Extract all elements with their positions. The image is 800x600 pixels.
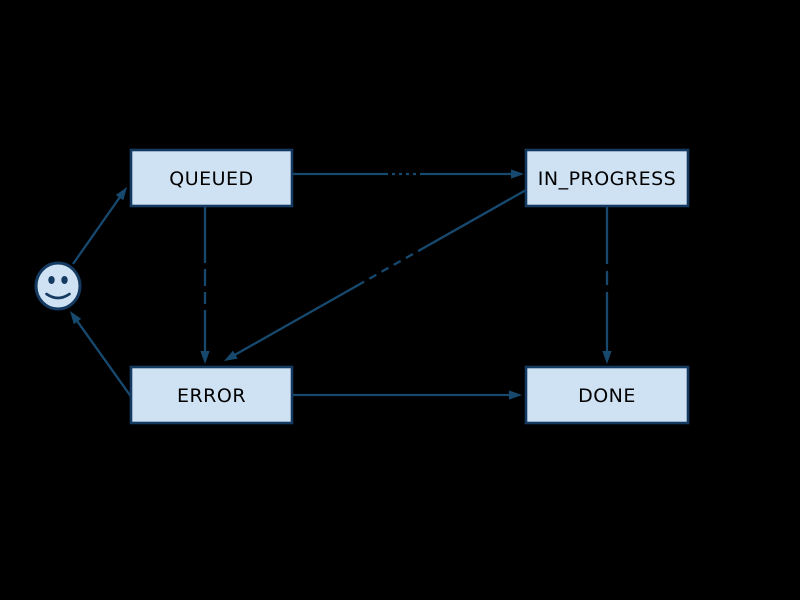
arrowhead-icon bbox=[200, 351, 210, 364]
edge-queued-to-error bbox=[200, 206, 210, 364]
arrowhead-icon bbox=[224, 350, 238, 361]
hidden-label-notch bbox=[375, 270, 383, 277]
smiley-right-eye bbox=[61, 276, 68, 284]
state-node-label: IN_PROGRESS bbox=[538, 168, 676, 190]
hidden-label-notch bbox=[387, 263, 395, 270]
hidden-label-notch bbox=[363, 276, 371, 284]
hidden-label-notch bbox=[411, 249, 420, 256]
hidden-label-notch bbox=[399, 256, 407, 263]
start-state-smiley-icon bbox=[34, 261, 82, 311]
state-node-box bbox=[129, 365, 294, 425]
arrowhead-icon bbox=[70, 311, 82, 325]
edge-error-to-start bbox=[70, 311, 133, 399]
arrowhead-icon bbox=[509, 390, 522, 400]
state-node-box bbox=[524, 148, 690, 208]
smiley-left-eye bbox=[48, 276, 55, 284]
arrowhead-icon bbox=[115, 187, 127, 201]
state-node-in_progress: IN_PROGRESS bbox=[524, 148, 690, 208]
arrowhead-icon bbox=[602, 351, 612, 364]
smiley-mouth bbox=[45, 292, 71, 300]
edge-in_progress-to-error bbox=[224, 188, 527, 361]
smiley-head bbox=[34, 261, 82, 311]
state-node-error: ERROR bbox=[129, 365, 294, 425]
edge-error-to-done bbox=[292, 390, 522, 400]
edge-in_progress-to-done bbox=[602, 206, 612, 364]
state-node-label: DONE bbox=[578, 385, 636, 407]
state-node-label: ERROR bbox=[177, 385, 246, 407]
edge-start-to-queued bbox=[72, 187, 127, 265]
state-node-box bbox=[129, 148, 294, 208]
edge-queued-to-in_progress bbox=[292, 169, 524, 179]
state-node-box bbox=[524, 365, 690, 425]
state-node-queued: QUEUED bbox=[129, 148, 294, 208]
edge-line bbox=[75, 319, 133, 399]
state-node-label: QUEUED bbox=[169, 168, 253, 190]
state-node-done: DONE bbox=[524, 365, 690, 425]
edge-line bbox=[72, 195, 122, 265]
arrowhead-icon bbox=[511, 169, 524, 179]
